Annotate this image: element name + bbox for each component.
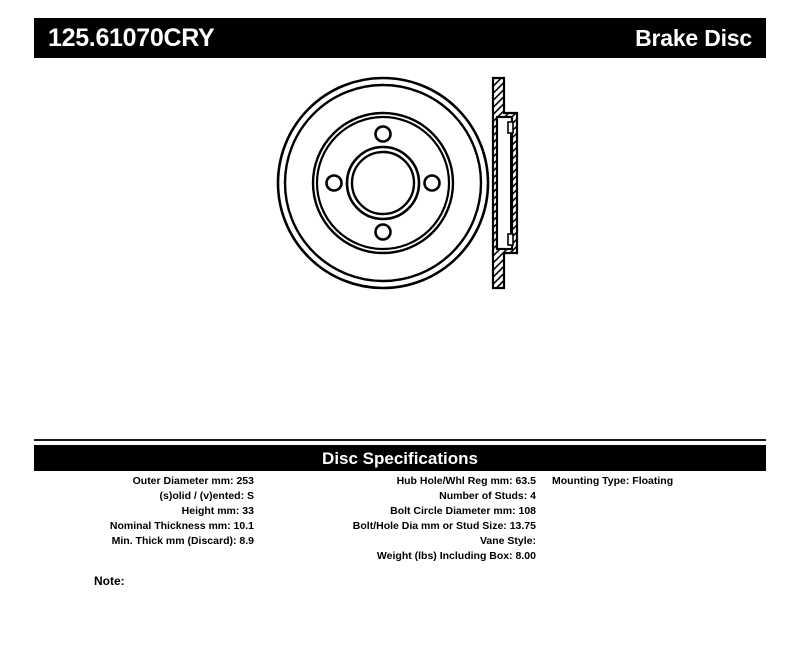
part-number-label: 125.61070CRY xyxy=(48,23,215,52)
hat-interior xyxy=(495,115,514,251)
brake-disc-front-view xyxy=(276,76,490,290)
section-divider xyxy=(34,439,766,441)
product-type-label: Brake Disc xyxy=(635,24,752,51)
spec-column-middle: Hub Hole/Whl Reg mm: 63.5 Number of Stud… xyxy=(260,474,542,564)
spec-row: Bolt/Hole Dia mm or Stud Size: 13.75 xyxy=(352,520,536,532)
spec-row: Min. Thick mm (Discard): 8.9 xyxy=(111,535,254,547)
spec-column-right: Mounting Type: Floating xyxy=(542,474,766,489)
spec-row: Weight (lbs) Including Box: 8.00 xyxy=(376,550,536,562)
spec-table: Outer Diameter mm: 253 (s)olid / (v)ente… xyxy=(34,474,766,564)
spec-row: Height mm: 33 xyxy=(181,505,254,517)
spec-row: (s)olid / (v)ented: S xyxy=(159,490,255,502)
spec-row: Hub Hole/Whl Reg mm: 63.5 xyxy=(396,475,536,487)
spec-row: Outer Diameter mm: 253 xyxy=(132,475,254,487)
brake-disc-drawing xyxy=(276,76,519,290)
spec-row: Bolt Circle Diameter mm: 108 xyxy=(390,505,536,517)
bolt-hole xyxy=(423,174,441,192)
spec-section-title: Disc Specifications xyxy=(322,448,478,468)
stud-hole-section xyxy=(507,233,514,246)
technical-drawing-area xyxy=(0,62,800,417)
note-label: Note: xyxy=(94,574,125,588)
brake-disc-cross-section-view xyxy=(491,76,519,290)
note-area: Note: xyxy=(34,572,766,590)
stud-hole-section xyxy=(507,121,514,134)
spec-section-header: Disc Specifications xyxy=(34,445,766,471)
bolt-hole xyxy=(374,125,392,143)
spec-row: Number of Studs: 4 xyxy=(439,490,536,502)
spec-row: Mounting Type: Floating xyxy=(552,475,674,487)
title-bar: 125.61070CRY Brake Disc xyxy=(34,18,766,58)
bolt-hole xyxy=(325,174,343,192)
spec-row: Nominal Thickness mm: 10.1 xyxy=(109,520,254,532)
spec-column-left: Outer Diameter mm: 253 (s)olid / (v)ente… xyxy=(34,474,260,549)
bolt-hole xyxy=(374,223,392,241)
spec-row: Vane Style: xyxy=(479,535,536,547)
